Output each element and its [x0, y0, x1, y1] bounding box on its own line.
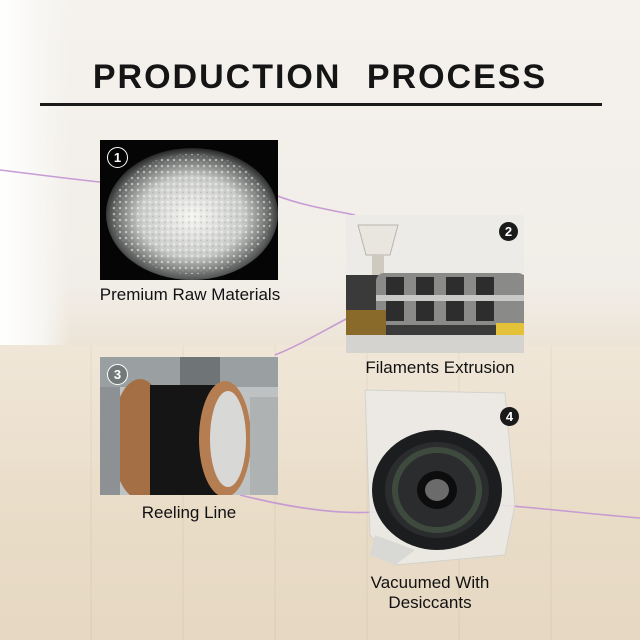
reeling-spools-image — [100, 357, 278, 495]
step-1-badge: 1 — [107, 147, 128, 168]
extrusion-machine-image — [346, 215, 524, 353]
step-4-caption-line-1: Vacuumed With — [370, 573, 490, 592]
step-4-caption: Vacuumed With Desiccants — [340, 573, 520, 613]
extrusion-photo — [346, 215, 524, 353]
plastic-pellets-image — [106, 148, 278, 280]
vacuum-bagged-filament-spool-image — [364, 389, 516, 566]
window-light — [0, 0, 70, 380]
title-underline — [40, 103, 602, 106]
page-title: PRODUCTION PROCESS — [92, 58, 548, 96]
step-4-badge: 4 — [500, 407, 519, 426]
step-3-badge: 3 — [107, 364, 128, 385]
step-2-caption: Filaments Extrusion — [365, 358, 515, 377]
step-2-badge: 2 — [499, 222, 518, 241]
step-1-caption: Premium Raw Materials — [99, 285, 281, 304]
step-4-caption-line-2: Desiccants — [388, 593, 472, 612]
reeling-photo — [100, 357, 278, 495]
step-3-caption: Reeling Line — [141, 503, 237, 522]
vacuumed-spool-photo — [355, 385, 530, 570]
raw-materials-photo — [100, 140, 278, 280]
